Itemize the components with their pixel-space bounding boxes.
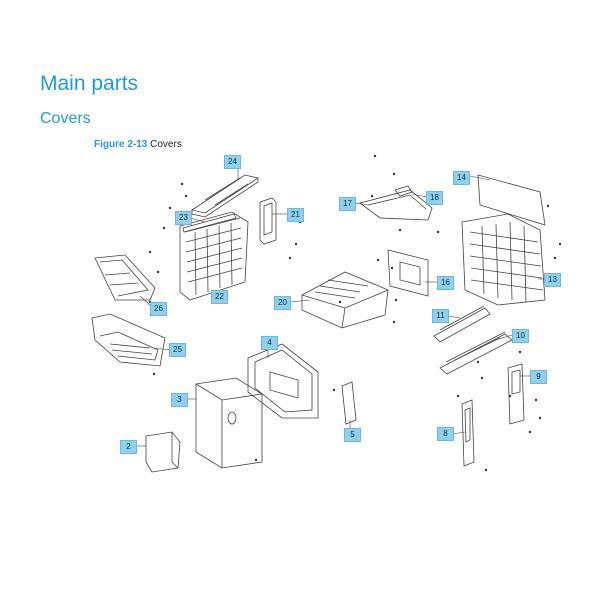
page-title: Main parts (40, 72, 139, 95)
callout-26: 26 (150, 302, 167, 316)
callout-25: 25 (169, 343, 186, 357)
callout-8: 8 (437, 427, 454, 441)
section-title: Covers (40, 110, 91, 127)
callout-22: 22 (211, 290, 228, 304)
callout-4: 4 (261, 336, 278, 350)
part-22-23-drawing (179, 211, 249, 301)
callout-17: 17 (339, 197, 356, 211)
callout-24: 24 (224, 155, 241, 169)
part-13-14-drawing (461, 174, 546, 306)
callout-11: 11 (432, 309, 449, 323)
part-2-drawing (145, 431, 181, 473)
callout-9: 9 (530, 370, 547, 384)
callout-13: 13 (544, 273, 561, 287)
callout-23: 23 (175, 211, 192, 225)
part-3-drawing (195, 377, 263, 469)
part-9-drawing (507, 363, 525, 425)
part-5-drawing (341, 381, 357, 425)
callout-20: 20 (274, 296, 291, 310)
part-24-drawing (191, 174, 259, 218)
part-16-drawing (387, 249, 429, 297)
callout-3: 3 (171, 393, 188, 407)
callout-18: 18 (426, 191, 443, 205)
part-8-drawing (461, 399, 475, 467)
callout-5: 5 (344, 428, 361, 442)
figure-caption: Figure 2-13 Covers (94, 139, 182, 150)
part-11-drawing (433, 305, 491, 343)
callout-14: 14 (453, 171, 470, 185)
part-26-drawing (94, 254, 156, 301)
part-21-drawing (259, 197, 277, 245)
part-4-drawing (247, 343, 319, 419)
part-17-18-drawing (359, 185, 433, 221)
callout-2: 2 (120, 440, 137, 454)
callout-16: 16 (437, 276, 454, 290)
part-20-drawing (301, 271, 389, 329)
callout-21: 21 (287, 208, 304, 222)
screw-dots (148, 154, 562, 472)
part-25-drawing (91, 313, 166, 367)
figure-caption-text: Covers (150, 139, 182, 150)
callout-10: 10 (512, 329, 529, 343)
figure-number: Figure 2-13 (94, 139, 148, 150)
